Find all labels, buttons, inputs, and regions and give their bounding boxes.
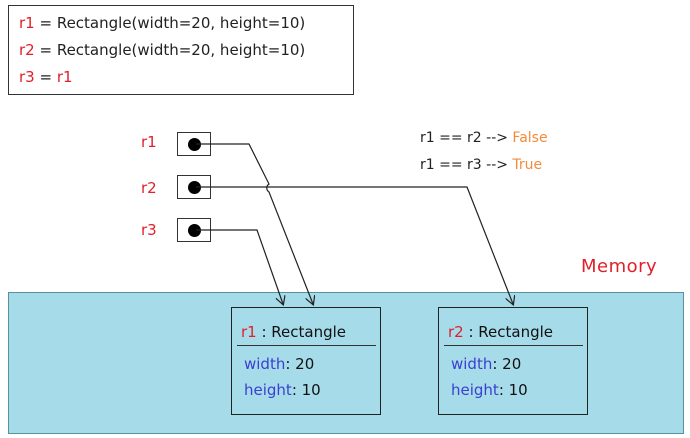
field-value: : 10 <box>291 381 321 399</box>
code-line-r3: r3 = r1 <box>19 68 73 86</box>
comparison-expr: r1 == r3 --> <box>420 157 513 173</box>
code-box: r1 = Rectangle(width=20, height=10) r2 =… <box>8 5 354 95</box>
code-text: = <box>34 68 57 86</box>
code-text: = Rectangle(width=20, height=10) <box>34 41 306 59</box>
field-key: width <box>451 355 493 373</box>
code-var: r2 <box>19 41 35 59</box>
field-value: : 10 <box>498 381 528 399</box>
pointer-dot <box>188 224 201 237</box>
object-field-width: width: 20 <box>244 355 314 373</box>
pointer-dot <box>188 138 201 151</box>
comparison-result: False <box>512 130 548 146</box>
comparison-r1-r2: r1 == r2 --> False <box>420 130 548 146</box>
object-divider <box>444 345 583 346</box>
object-box-r2: r2 : Rectangle width: 20 height: 10 <box>438 307 588 415</box>
code-var: r1 <box>56 68 73 86</box>
object-divider <box>237 345 376 346</box>
field-key: height <box>451 381 499 399</box>
object-field-height: height: 10 <box>451 381 528 399</box>
comparison-r1-r3: r1 == r3 --> True <box>420 157 542 173</box>
object-name: r2 <box>448 323 464 341</box>
code-text: = Rectangle(width=20, height=10) <box>34 14 306 32</box>
field-value: : 20 <box>285 355 315 373</box>
object-field-height: height: 10 <box>244 381 321 399</box>
comparison-expr: r1 == r2 --> <box>420 130 513 146</box>
ref-label-r1: r1 <box>141 133 157 151</box>
arrow-r2-to-object-r2 <box>196 186 513 304</box>
pointer-dot <box>188 181 201 194</box>
field-key: height <box>244 381 292 399</box>
object-box-r1: r1 : Rectangle width: 20 height: 10 <box>231 307 381 415</box>
ref-label-r3: r3 <box>141 221 157 239</box>
memory-label: Memory <box>581 256 658 277</box>
object-header: r1 : Rectangle <box>241 323 346 341</box>
field-value: : 20 <box>492 355 522 373</box>
ref-label-r2: r2 <box>141 179 157 197</box>
code-var: r3 <box>19 68 35 86</box>
field-key: width <box>244 355 286 373</box>
object-type: : Rectangle <box>463 323 554 341</box>
code-line-r1: r1 = Rectangle(width=20, height=10) <box>19 14 305 32</box>
arrow-r1-to-object-r1 <box>196 143 313 304</box>
code-line-r2: r2 = Rectangle(width=20, height=10) <box>19 41 305 59</box>
object-name: r1 <box>241 323 257 341</box>
object-type: : Rectangle <box>256 323 347 341</box>
object-field-width: width: 20 <box>451 355 521 373</box>
comparison-result: True <box>512 157 543 173</box>
object-header: r2 : Rectangle <box>448 323 553 341</box>
arrow-r3-to-object-r1 <box>196 229 283 304</box>
code-var: r1 <box>19 14 35 32</box>
